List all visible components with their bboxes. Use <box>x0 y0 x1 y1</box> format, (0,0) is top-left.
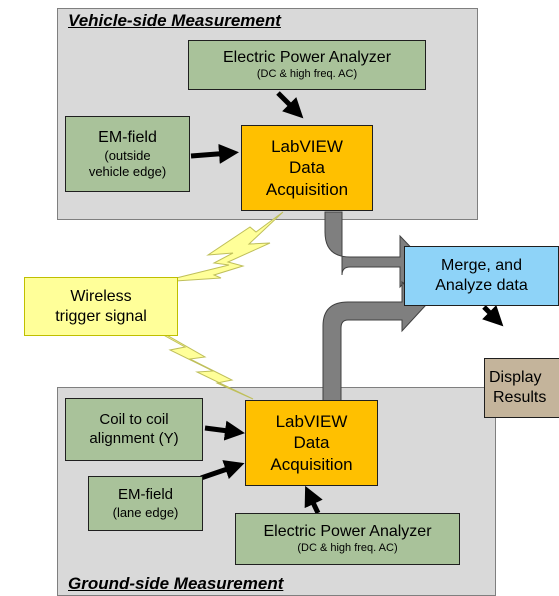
vehicle-power-analyzer-box: Electric Power Analyzer (DC & high freq.… <box>188 40 426 90</box>
wireless-trigger-box: Wireless trigger signal <box>24 277 178 336</box>
wireless-line1: Wireless <box>70 287 132 305</box>
ground-data-pipe <box>322 280 426 411</box>
ground-daq-line1: LabVIEW <box>275 412 348 432</box>
merge-line1: Merge, and <box>441 257 522 274</box>
arrow-analyzer-to-vehicle-daq <box>276 91 304 119</box>
vehicle-power-analyzer-title: Electric Power Analyzer <box>222 49 392 67</box>
arrow-merge-to-display <box>482 305 504 327</box>
arrow-emfield-to-ground-daq <box>200 460 245 481</box>
merge-analyze-box: Merge, and Analyze data <box>404 246 559 306</box>
ground-power-analyzer-subtitle: (DC & high freq. AC) <box>297 542 398 555</box>
ground-daq-line3: Acquisition <box>270 454 353 474</box>
ground-em-field-label: EM-field <box>117 486 173 503</box>
ground-daq-box: LabVIEW Data Acquisition <box>245 400 378 486</box>
vehicle-em-field-line3: vehicle edge) <box>88 164 167 179</box>
ground-em-field-sub: (lane edge) <box>112 504 179 520</box>
arrow-analyzer-to-ground-daq <box>304 485 323 515</box>
vehicle-daq-box: LabVIEW Data Acquisition <box>241 125 373 211</box>
coil-alignment-line1: Coil to coil <box>99 410 169 428</box>
display-line1: Display <box>489 369 542 386</box>
display-results-box: Display Results <box>484 358 559 418</box>
arrow-emfield-to-vehicle-daq <box>190 143 239 164</box>
display-line2: Results <box>493 389 547 406</box>
vehicle-daq-line1: LabVIEW <box>271 137 343 157</box>
ground-em-field-box: EM-field (lane edge) <box>88 476 203 531</box>
arrow-coil-to-ground-daq <box>204 420 245 441</box>
wireless-bolt-lower <box>139 321 254 400</box>
wireless-line2: trigger signal <box>55 307 147 325</box>
vehicle-em-field-label: EM-field <box>98 128 157 146</box>
ground-daq-line2: Data <box>293 433 330 453</box>
vehicle-em-field-box: EM-field (outside vehicle edge) <box>65 116 190 192</box>
merge-line2: Analyze data <box>435 277 528 294</box>
vehicle-power-analyzer-subtitle: (DC & high freq. AC) <box>256 68 358 81</box>
vehicle-daq-line3: Acquisition <box>265 179 349 199</box>
ground-side-title: Ground-side Measurement <box>68 574 284 593</box>
ground-power-analyzer-box: Electric Power Analyzer (DC & high freq.… <box>235 513 460 565</box>
vehicle-daq-line2: Data <box>289 158 325 178</box>
coil-alignment-line2: alignment (Y) <box>89 429 179 447</box>
vehicle-side-title: Vehicle-side Measurement <box>68 11 281 30</box>
ground-power-analyzer-title: Electric Power Analyzer <box>263 523 432 541</box>
vehicle-em-field-line2: (outside <box>104 147 151 163</box>
coil-alignment-box: Coil to coil alignment (Y) <box>65 398 203 461</box>
wireless-bolt-upper <box>159 211 284 283</box>
